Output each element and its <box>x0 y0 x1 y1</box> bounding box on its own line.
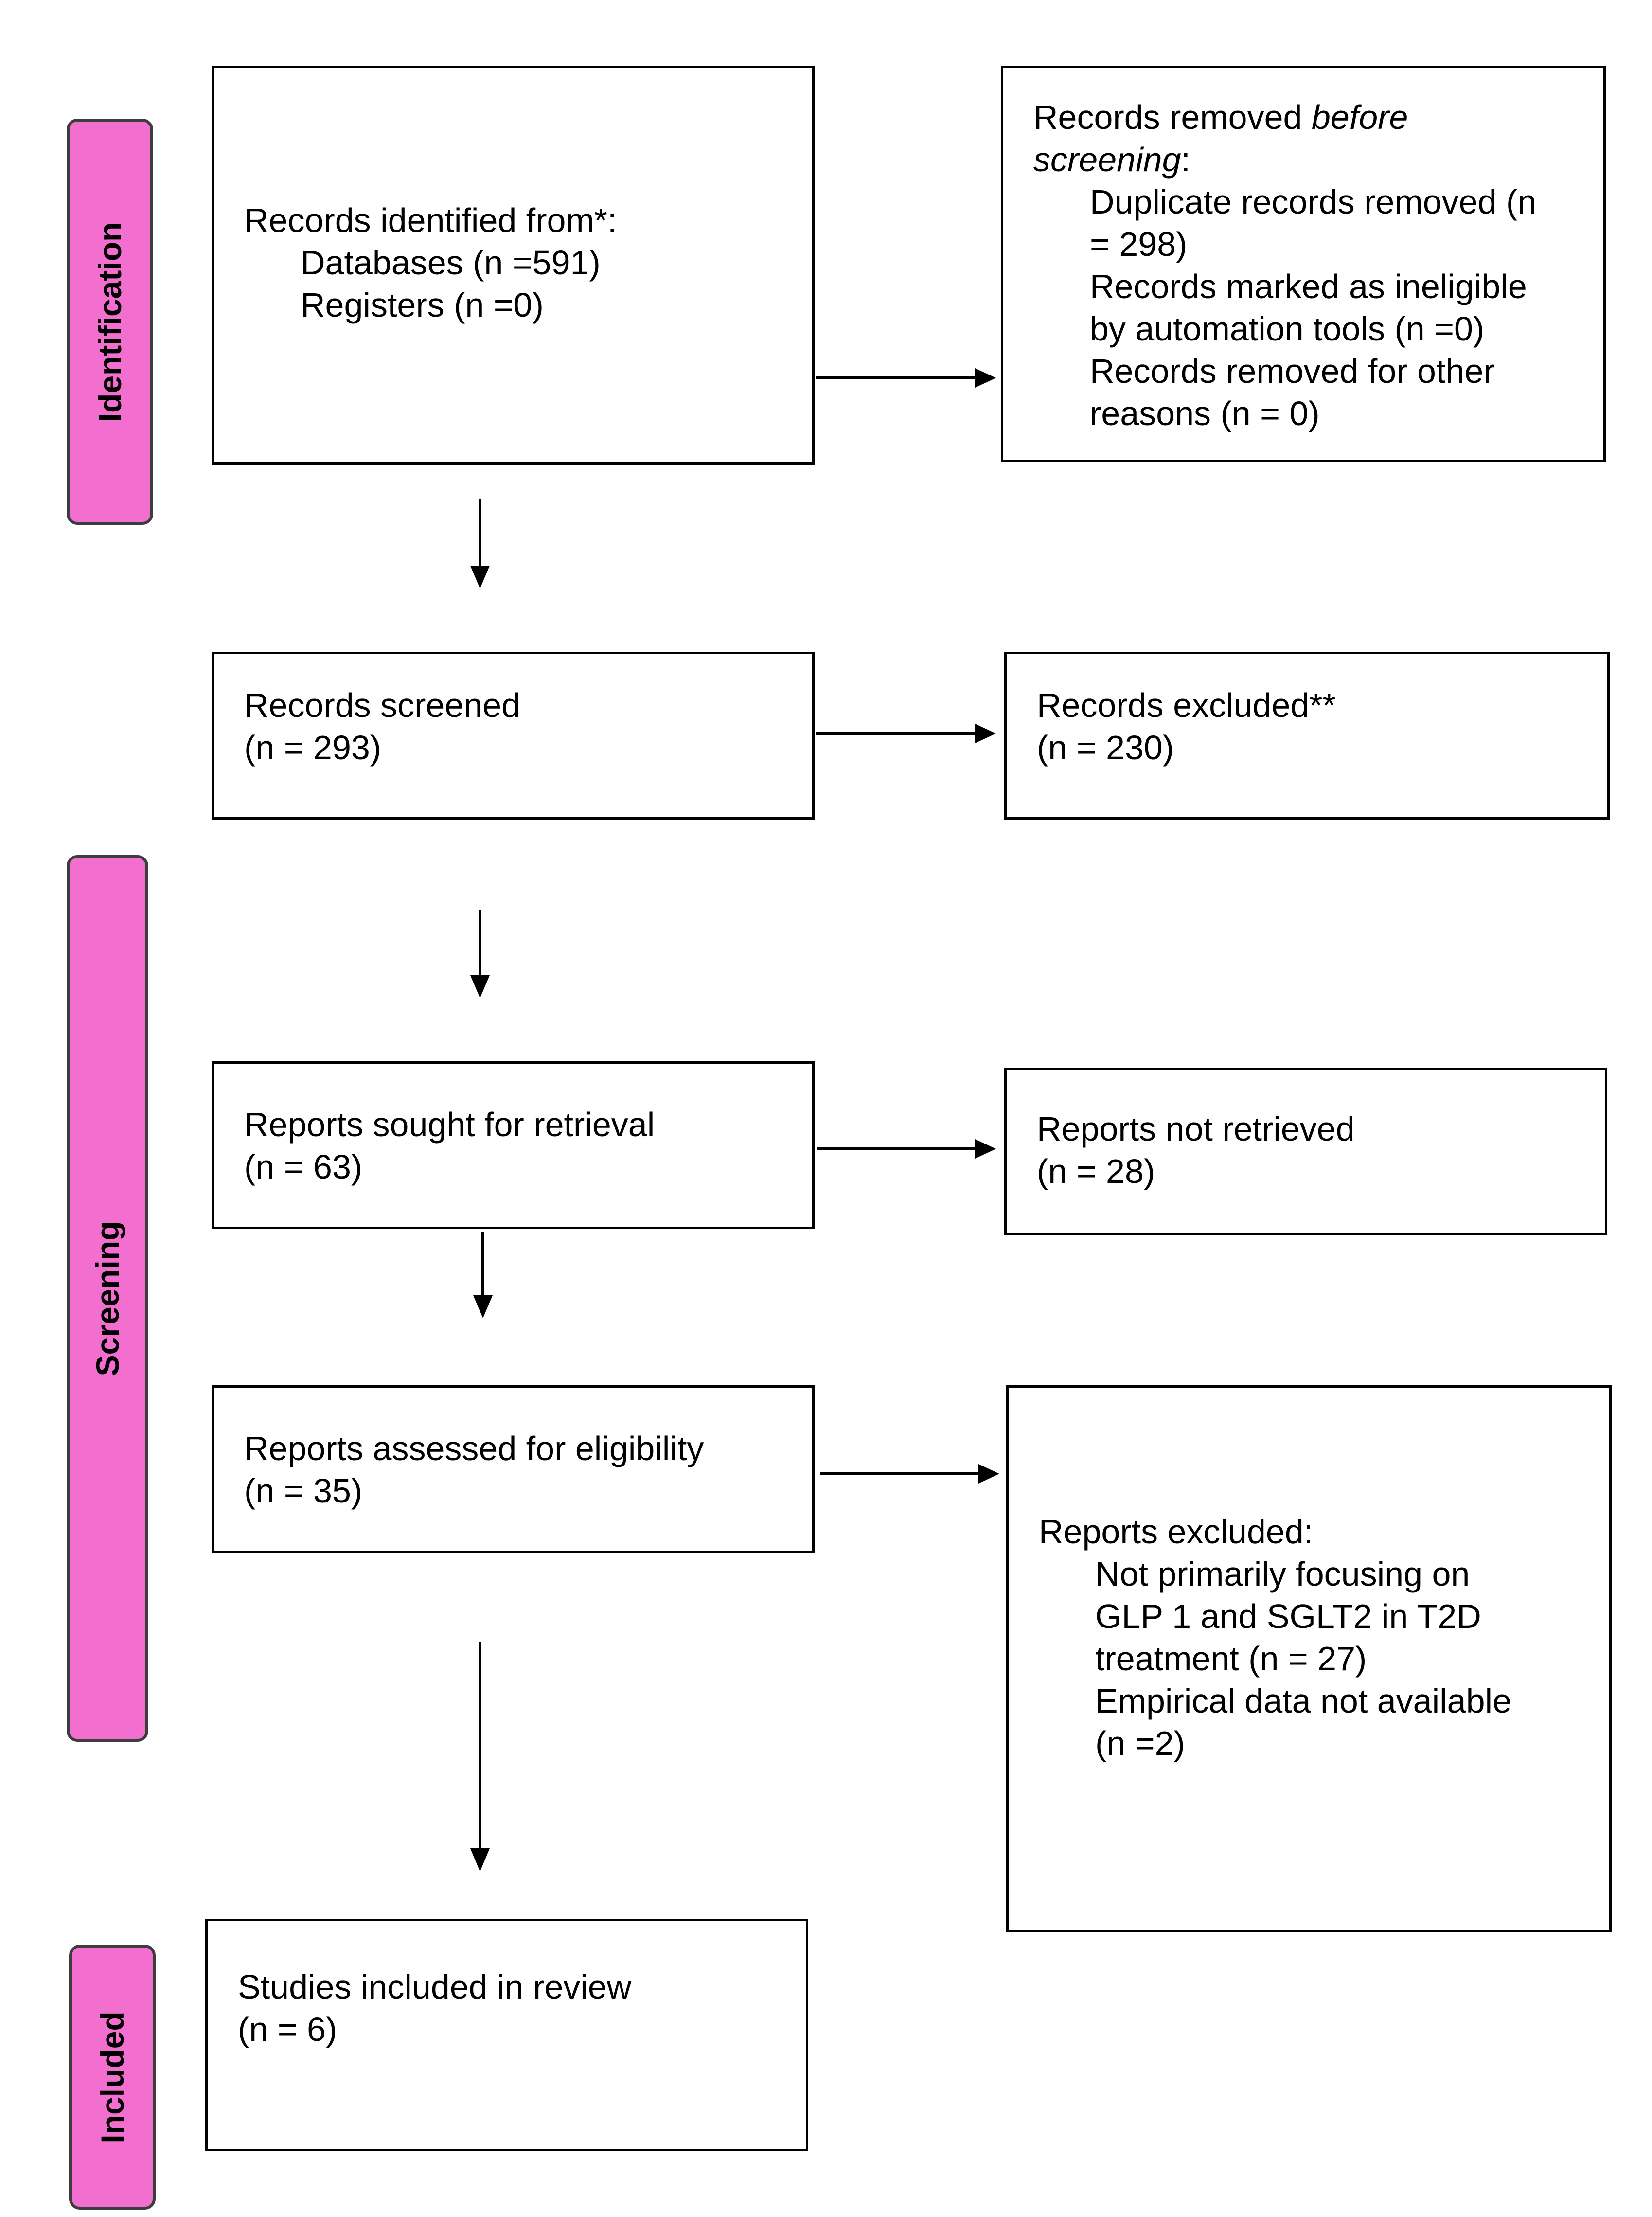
studies-included-title: Studies included in review <box>238 1968 632 2006</box>
databases-count: Databases (n =591) <box>301 244 601 282</box>
reports-not-retrieved-box: Reports not retrieved (n = 28) <box>1004 1068 1607 1235</box>
ineligible-line-1: Records marked as ineligible <box>1090 268 1527 305</box>
records-identified-title: Records identified from*: <box>244 201 617 239</box>
reports-not-retrieved-title: Reports not retrieved <box>1037 1110 1355 1148</box>
other-line-2: reasons (n = 0) <box>1090 394 1320 432</box>
records-removed-title: Records removed before <box>1033 98 1408 136</box>
reason-1-line-2: GLP 1 and SGLT2 in T2D <box>1095 1597 1481 1635</box>
records-excluded-title: Records excluded** <box>1037 686 1336 724</box>
reason-1-line-3: treatment (n = 27) <box>1095 1640 1367 1678</box>
records-excluded-count: (n = 230) <box>1037 729 1174 767</box>
duplicates-line-2: = 298) <box>1090 225 1188 263</box>
records-identified-box: Records identified from*: Databases (n =… <box>212 66 815 465</box>
reports-assessed-box: Reports assessed for eligibility (n = 35… <box>212 1385 815 1553</box>
records-screened-box: Records screened (n = 293) <box>212 652 815 820</box>
reports-excluded-box: Reports excluded: Not primarily focusing… <box>1006 1385 1612 1932</box>
ineligible-line-2: by automation tools (n =0) <box>1090 310 1485 348</box>
reason-2-line-1: Empirical data not available <box>1095 1682 1512 1720</box>
phase-screening: Screening <box>67 855 148 1742</box>
reports-assessed-count: (n = 35) <box>244 1472 363 1510</box>
studies-included-box: Studies included in review (n = 6) <box>205 1919 808 2151</box>
arrowhead-right-2 <box>975 724 996 743</box>
reports-not-retrieved-count: (n = 28) <box>1037 1152 1155 1190</box>
reason-2-line-2: (n =2) <box>1095 1724 1185 1762</box>
reports-assessed-title: Reports assessed for eligibility <box>244 1430 704 1467</box>
reason-1-line-1: Not primarily focusing on <box>1095 1555 1470 1593</box>
registers-count: Registers (n =0) <box>301 286 544 324</box>
duplicates-line-1: Duplicate records removed (n <box>1090 183 1537 221</box>
arrowhead-right-1 <box>975 368 996 388</box>
reports-sought-title: Reports sought for retrieval <box>244 1106 655 1144</box>
reports-sought-box: Reports sought for retrieval (n = 63) <box>212 1061 815 1229</box>
reports-excluded-title: Reports excluded: <box>1039 1513 1314 1551</box>
records-removed-box: Records removed before screening: Duplic… <box>1001 66 1606 462</box>
records-excluded-box: Records excluded** (n = 230) <box>1004 652 1610 820</box>
arrowhead-down-3 <box>473 1295 493 1318</box>
reports-sought-count: (n = 63) <box>244 1148 363 1186</box>
records-screened-count: (n = 293) <box>244 729 382 767</box>
arrowhead-down-4 <box>470 1848 490 1872</box>
other-line-1: Records removed for other <box>1090 352 1495 390</box>
arrowhead-right-3 <box>975 1139 996 1159</box>
records-removed-title-cont: screening: <box>1033 141 1190 179</box>
studies-included-count: (n = 6) <box>238 2010 338 2048</box>
phase-identification: Identification <box>67 119 153 525</box>
arrowhead-right-4 <box>978 1464 999 1484</box>
phase-included: Included <box>69 1945 156 2210</box>
arrowhead-down-2 <box>470 975 490 998</box>
arrowhead-down-1 <box>470 566 490 589</box>
records-screened-title: Records screened <box>244 686 521 724</box>
